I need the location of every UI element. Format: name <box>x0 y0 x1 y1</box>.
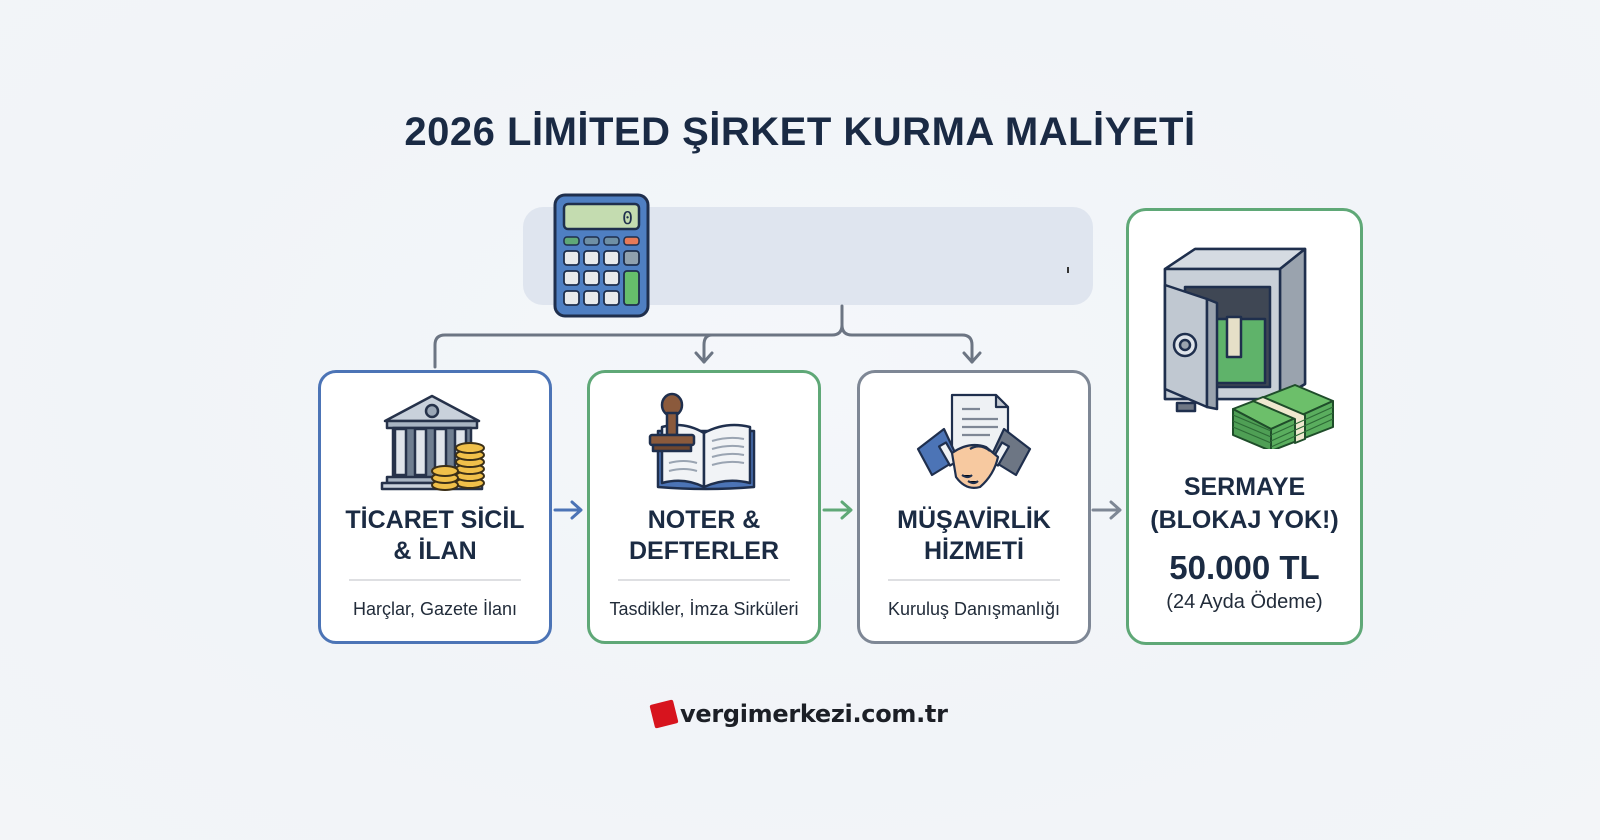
payment-note: (24 Ayda Ödeme) <box>1166 591 1323 613</box>
final-heading: SERMAYE (BLOKAJ YOK!) <box>1150 473 1339 534</box>
site-url[interactable]: vergimerkezi.com.tr <box>680 700 948 728</box>
page-title: 2026 LİMİTED ŞİRKET KURMA MALİYETİ <box>404 110 1196 154</box>
safe-money-icon <box>1155 239 1335 452</box>
card-heading: TİCARET SİCİL & İLAN <box>345 506 525 565</box>
bank-coins-icon <box>375 391 495 495</box>
calculator-icon: 0 <box>553 193 650 318</box>
brand-logo-icon <box>649 699 679 729</box>
card-heading: NOTER & DEFTERLER <box>629 506 779 565</box>
card-noter: NOTER & DEFTERLER Tasdikler, İmza Sirkül… <box>587 370 821 644</box>
card-subtitle: Harçlar, Gazete İlanı <box>352 599 518 619</box>
card-subtitle: Kuruluş Danışmanlığı <box>887 599 1061 619</box>
card-ticaret-sicil: TİCARET SİCİL & İLAN Harçlar, Gazete İla… <box>318 370 552 644</box>
handshake-document-icon <box>914 391 1034 495</box>
card-divider <box>349 579 521 581</box>
footer-brand: vergimerkezi.com.tr <box>649 699 948 729</box>
card-musavirlik: MÜŞAVİRLİK HİZMETİ Kuruluş Danışmanlığı <box>857 370 1091 644</box>
card-divider <box>618 579 790 581</box>
stamp-book-icon <box>644 391 764 495</box>
card-subtitle: Tasdikler, İmza Sirküleri <box>609 599 799 619</box>
card-divider <box>888 579 1060 581</box>
card-sermaye: SERMAYE (BLOKAJ YOK!) 50.000 TL (24 Ayda… <box>1126 208 1363 645</box>
svg-text:0: 0 <box>622 208 633 229</box>
card-heading: MÜŞAVİRLİK HİZMETİ <box>897 506 1051 565</box>
capital-amount: 50.000 TL <box>1169 549 1320 586</box>
banner-dot <box>1067 267 1069 273</box>
